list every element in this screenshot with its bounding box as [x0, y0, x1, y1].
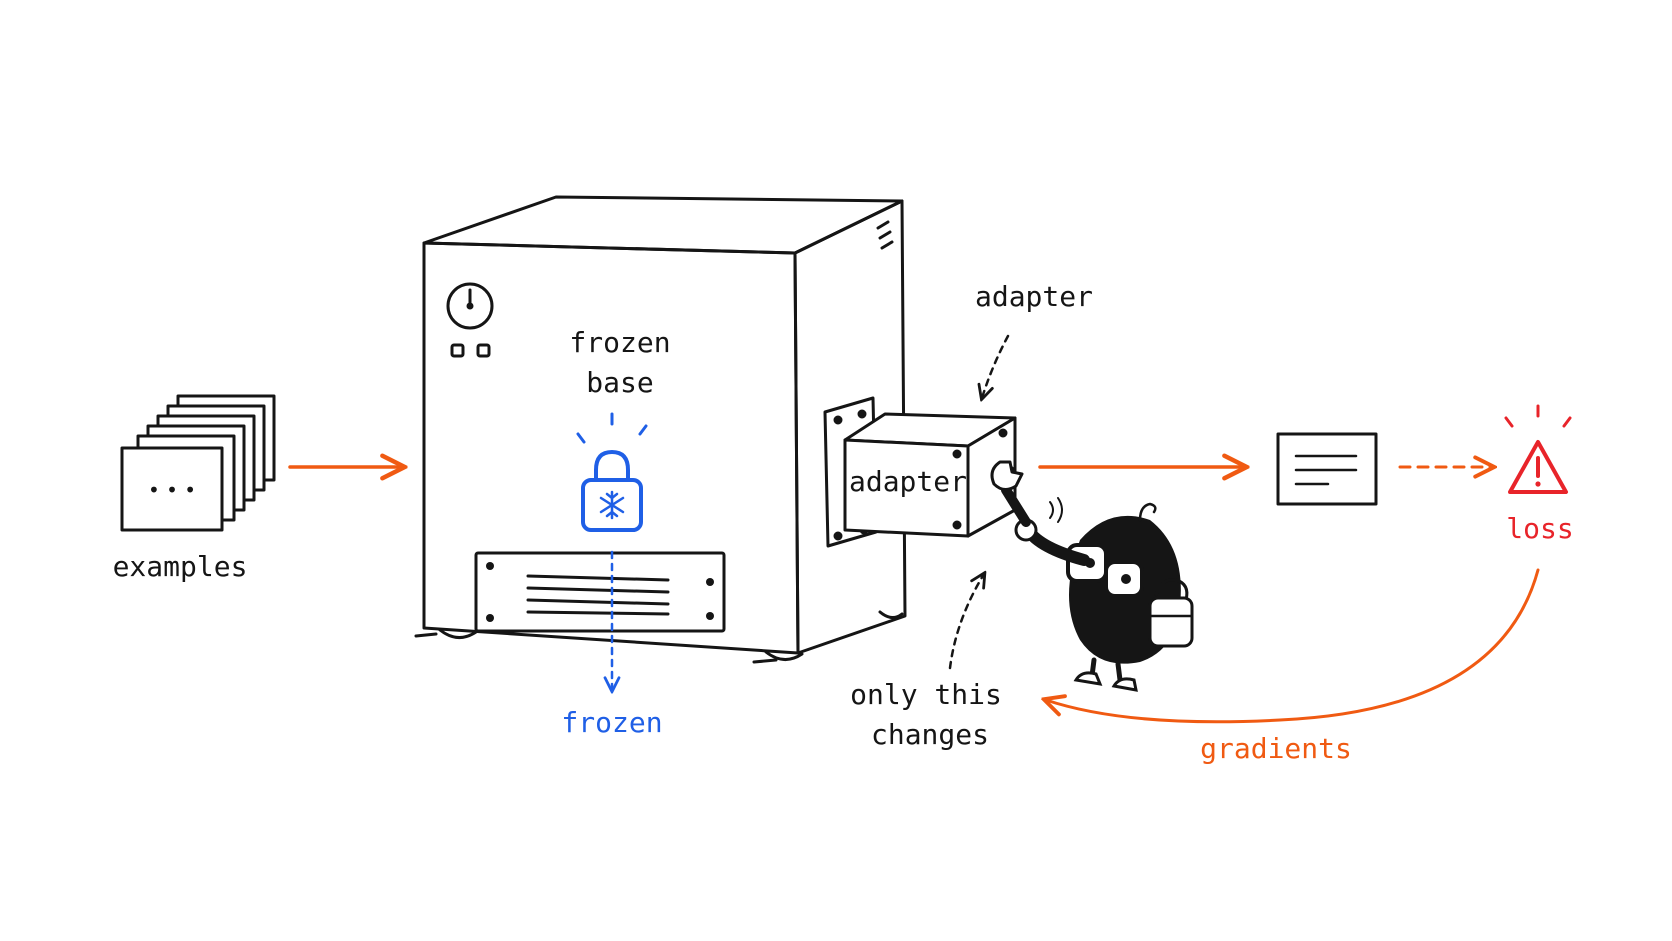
- machine-buttons: [450, 343, 491, 358]
- examples-ellipsis: • • •: [148, 478, 196, 502]
- gradients-label: gradients: [1200, 732, 1352, 765]
- warning-icon: [1504, 404, 1572, 494]
- only-this-pointer-arrow: [948, 574, 984, 670]
- output-document: [1276, 432, 1378, 506]
- gradients-arrow: [1046, 568, 1540, 724]
- clock-icon: [446, 282, 494, 330]
- padlock-snowflake-icon: [576, 412, 648, 532]
- frozen-base-machine: [414, 195, 907, 664]
- mascot-icon: [1014, 502, 1194, 692]
- examples-label: examples: [113, 550, 248, 583]
- loss-label: loss: [1506, 512, 1573, 545]
- only-this-label-line1: only this: [850, 678, 1002, 711]
- adapter-box-label: adapter: [849, 465, 967, 498]
- adapter-box: [843, 412, 1018, 538]
- adapter-top-label: adapter: [975, 280, 1093, 313]
- only-this-label-line2: changes: [871, 718, 989, 751]
- wrench-icon: [990, 460, 1063, 527]
- examples-stack: [120, 394, 276, 532]
- frozen-base-label-line1: frozen: [569, 326, 670, 359]
- frozen-label: frozen: [561, 706, 662, 739]
- adapter-pointer-arrow: [982, 334, 1010, 398]
- frozen-base-label-line2: base: [586, 366, 653, 399]
